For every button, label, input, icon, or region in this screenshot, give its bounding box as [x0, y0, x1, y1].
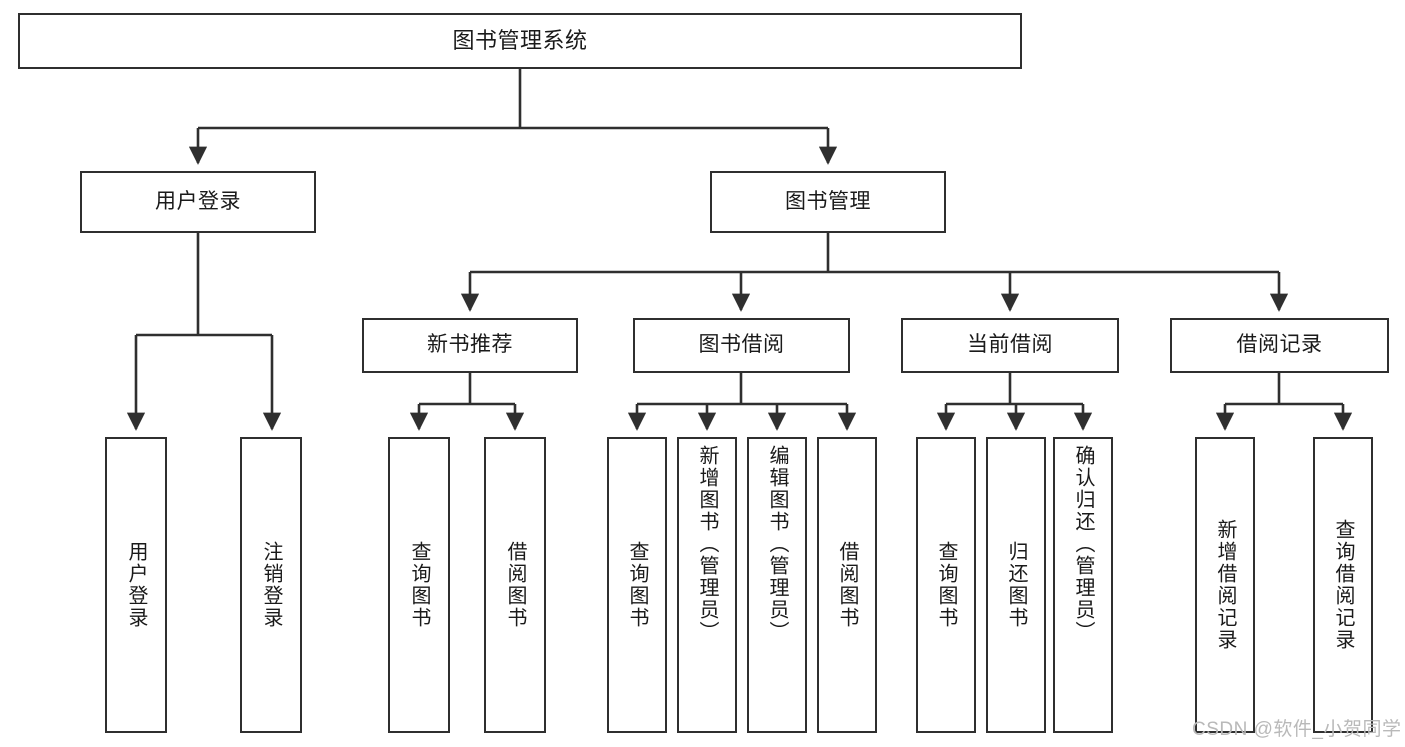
- node-book-borrow-label: 图书借阅: [698, 333, 785, 357]
- node-leaf-confirm-return-admin-label: 确认归还（管理员）: [1072, 445, 1094, 643]
- csdn-watermark: CSDN @软件_小贺同学: [1192, 719, 1402, 740]
- node-root-label: 图书管理系统: [452, 28, 588, 54]
- node-leaf-borrow-book[interactable]: 借阅图书: [817, 437, 877, 733]
- node-leaf-logout-login[interactable]: 注销登录: [240, 437, 302, 733]
- node-leaf-edit-book-admin-label: 编辑图书（管理员）: [766, 445, 788, 643]
- node-new-book-recommend-label: 新书推荐: [427, 333, 513, 357]
- node-current-borrow-label: 当前借阅: [967, 333, 1053, 357]
- node-leaf-query-book-borrow[interactable]: 查询图书: [607, 437, 667, 733]
- node-leaf-query-book-cur[interactable]: 查询图书: [916, 437, 976, 733]
- node-leaf-add-borrow-record-label: 新增借阅记录: [1214, 519, 1236, 651]
- node-leaf-return-book[interactable]: 归还图书: [986, 437, 1046, 733]
- node-leaf-query-book-rec-label: 查询图书: [408, 541, 430, 629]
- node-book-manage-label: 图书管理: [785, 189, 871, 213]
- node-root[interactable]: 图书管理系统: [18, 13, 1022, 69]
- node-leaf-add-book-admin[interactable]: 新增图书（管理员）: [677, 437, 737, 733]
- node-leaf-user-login-label: 用户登录: [125, 541, 147, 629]
- node-current-borrow[interactable]: 当前借阅: [901, 318, 1119, 373]
- node-leaf-user-login[interactable]: 用户登录: [105, 437, 167, 733]
- node-borrow-record[interactable]: 借阅记录: [1170, 318, 1389, 373]
- node-leaf-add-borrow-record[interactable]: 新增借阅记录: [1195, 437, 1255, 733]
- node-leaf-edit-book-admin[interactable]: 编辑图书（管理员）: [747, 437, 807, 733]
- node-borrow-record-label: 借阅记录: [1236, 333, 1323, 357]
- node-user-login[interactable]: 用户登录: [80, 171, 316, 233]
- node-leaf-logout-login-label: 注销登录: [260, 541, 282, 629]
- node-leaf-borrow-book-label: 借阅图书: [836, 541, 858, 629]
- node-book-manage[interactable]: 图书管理: [710, 171, 946, 233]
- node-new-book-recommend[interactable]: 新书推荐: [362, 318, 578, 373]
- node-leaf-borrow-book-rec[interactable]: 借阅图书: [484, 437, 546, 733]
- node-leaf-add-book-admin-label: 新增图书（管理员）: [696, 445, 718, 643]
- node-leaf-confirm-return-admin[interactable]: 确认归还（管理员）: [1053, 437, 1113, 733]
- node-leaf-borrow-book-rec-label: 借阅图书: [504, 541, 526, 629]
- node-leaf-query-borrow-record[interactable]: 查询借阅记录: [1313, 437, 1373, 733]
- node-leaf-return-book-label: 归还图书: [1005, 541, 1027, 629]
- node-book-borrow[interactable]: 图书借阅: [633, 318, 850, 373]
- node-leaf-query-book-cur-label: 查询图书: [935, 541, 957, 629]
- node-leaf-query-book-borrow-label: 查询图书: [626, 541, 648, 629]
- node-leaf-query-borrow-record-label: 查询借阅记录: [1332, 519, 1354, 651]
- node-leaf-query-book-rec[interactable]: 查询图书: [388, 437, 450, 733]
- node-user-login-label: 用户登录: [155, 189, 241, 213]
